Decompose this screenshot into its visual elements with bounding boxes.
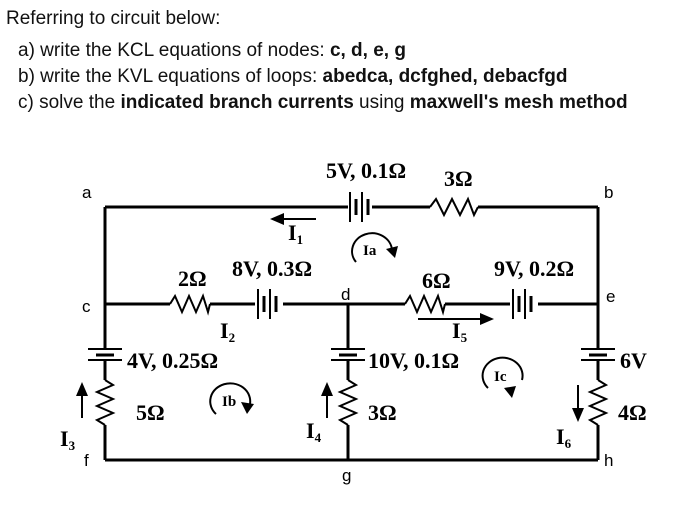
- label-i4: I4: [306, 418, 322, 445]
- resistor-top-icon: [429, 196, 479, 218]
- label-cd-resistor: 2Ω: [178, 266, 207, 291]
- question-b-prefix: b) write the KVL equations of loops:: [18, 66, 323, 87]
- question-c-bold1: indicated branch currents: [120, 92, 354, 113]
- label-i2: I2: [220, 318, 235, 345]
- node-h: h: [604, 451, 613, 470]
- mesh-arrow-ib: [209, 382, 254, 415]
- battery-cd-icon: [257, 289, 278, 319]
- label-mesh-ic: Ic: [494, 369, 507, 385]
- label-de-resistor: 6Ω: [422, 268, 451, 293]
- mesh-arrow-ic: [481, 356, 524, 398]
- current-arrow-i6: [572, 385, 584, 422]
- label-right-source: 6V: [620, 348, 647, 373]
- label-mid-resistor: 3Ω: [368, 400, 397, 425]
- current-arrow-i1: [270, 213, 316, 225]
- question-a: a) write the KCL equations of nodes: c, …: [18, 40, 406, 62]
- node-e: e: [606, 287, 615, 306]
- node-g: g: [342, 466, 351, 485]
- battery-right-icon: [581, 348, 615, 361]
- label-left-resistor: 5Ω: [136, 400, 165, 425]
- label-i1: I1: [288, 220, 303, 247]
- label-left-source: 4V, 0.25Ω: [127, 348, 218, 373]
- resistor-cd-icon: [169, 293, 211, 316]
- label-i5: I5: [452, 318, 468, 345]
- question-a-nodes: c, d, e, g: [329, 40, 406, 61]
- label-mid-source: 10V, 0.1Ω: [368, 348, 459, 373]
- question-c: c) solve the indicated branch currents u…: [18, 92, 628, 114]
- resistor-left-icon: [94, 379, 116, 426]
- node-d: d: [341, 285, 350, 304]
- question-b: b) write the KVL equations of loops: abe…: [18, 66, 567, 88]
- label-de-source: 9V, 0.2Ω: [494, 256, 574, 281]
- question-intro: Referring to circuit below:: [6, 8, 221, 29]
- label-top-source: 5V, 0.1Ω: [326, 158, 406, 183]
- battery-left-icon: [88, 348, 122, 361]
- resistor-de-icon: [404, 293, 446, 316]
- label-i3: I3: [60, 426, 76, 453]
- node-a: a: [82, 183, 92, 202]
- battery-de-icon: [512, 289, 533, 319]
- question-c-prefix: c) solve the: [18, 92, 121, 113]
- label-mesh-ib: Ib: [222, 394, 236, 410]
- question-c-mid: using: [353, 92, 410, 113]
- question-a-prefix: a) write the KCL equations of nodes:: [18, 40, 330, 61]
- current-arrow-i4: [321, 382, 333, 418]
- node-b: b: [604, 183, 613, 202]
- node-c: c: [82, 297, 91, 316]
- label-i6: I6: [556, 424, 572, 451]
- resistor-mid-icon: [337, 379, 359, 426]
- question-c-bold2: maxwell's mesh method: [409, 92, 628, 113]
- label-right-resistor: 4Ω: [618, 400, 647, 425]
- label-cd-source: 8V, 0.3Ω: [232, 256, 312, 281]
- battery-mid-icon: [331, 348, 365, 361]
- battery-top-icon: [349, 192, 370, 222]
- resistor-right-icon: [587, 379, 609, 426]
- label-mesh-ia: Ia: [363, 243, 377, 259]
- current-arrow-i3: [76, 382, 88, 418]
- label-top-resistor: 3Ω: [444, 166, 473, 191]
- question-b-loops: abedca, dcfghed, debacfgd: [322, 66, 568, 87]
- current-arrow-i5: [418, 313, 494, 325]
- node-f: f: [84, 451, 89, 470]
- mesh-arrow-ia: [351, 232, 398, 263]
